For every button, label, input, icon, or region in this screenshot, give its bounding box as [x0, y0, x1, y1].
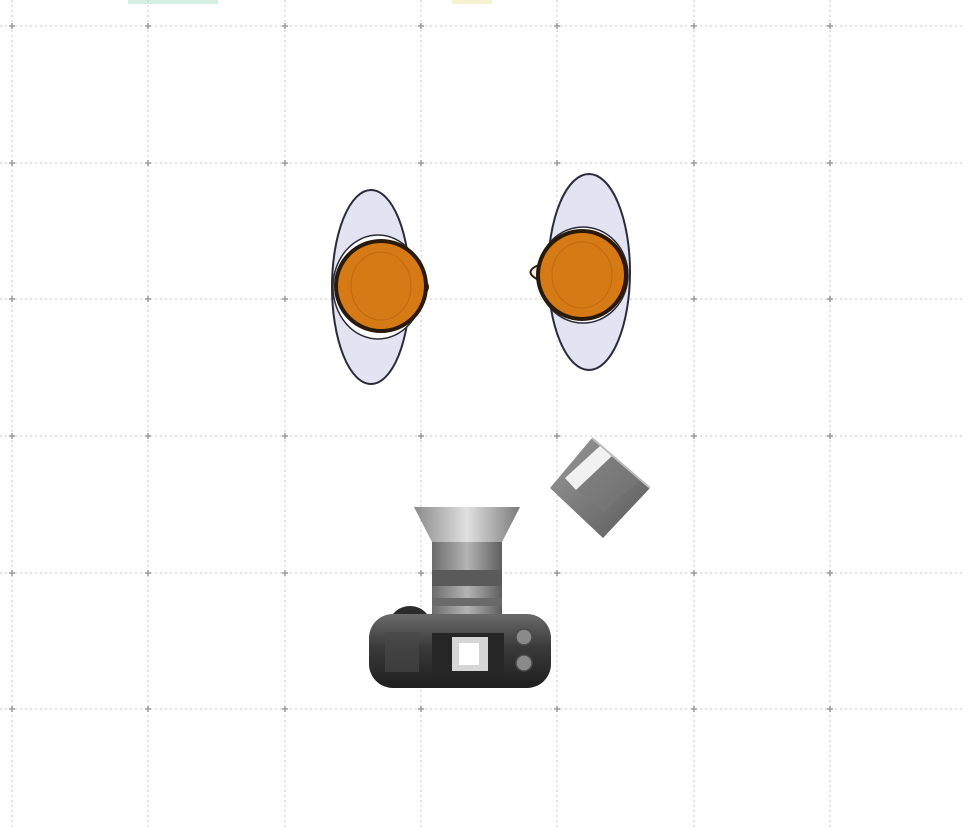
grid-marker — [282, 160, 288, 166]
grid-marker — [145, 160, 151, 166]
grid-marker — [691, 23, 697, 29]
grid-marker — [282, 296, 288, 302]
camera-icon — [369, 507, 551, 688]
grid-marker — [145, 570, 151, 576]
grid-marker — [282, 23, 288, 29]
grid-marker — [827, 160, 833, 166]
grid-marker — [827, 706, 833, 712]
grid-marker — [282, 706, 288, 712]
reflector-icon — [550, 438, 650, 538]
grid-marker — [827, 23, 833, 29]
grid-marker — [418, 706, 424, 712]
grid-marker — [282, 570, 288, 576]
grid-marker — [554, 570, 560, 576]
grid-marker — [691, 433, 697, 439]
grid-marker — [9, 160, 15, 166]
grid-marker — [554, 433, 560, 439]
grid-marker — [145, 296, 151, 302]
grid-marker — [145, 433, 151, 439]
studio-light-left[interactable] — [332, 190, 428, 384]
grid-marker — [691, 570, 697, 576]
grid-marker — [145, 23, 151, 29]
grid-marker — [554, 706, 560, 712]
grid-marker — [554, 160, 560, 166]
grid-marker — [9, 433, 15, 439]
grid-marker — [418, 23, 424, 29]
studio-light-right[interactable] — [531, 174, 631, 370]
grid-marker — [691, 296, 697, 302]
grid-marker — [9, 570, 15, 576]
grid-marker — [554, 23, 560, 29]
studio-light-icon — [531, 174, 631, 370]
grid-marker — [9, 706, 15, 712]
grid-marker — [691, 160, 697, 166]
camera[interactable] — [369, 507, 551, 688]
grid-marker — [282, 433, 288, 439]
grid-marker — [827, 570, 833, 576]
grid-marker — [827, 433, 833, 439]
grid-marker — [691, 706, 697, 712]
studio-light-icon — [332, 190, 428, 384]
grid-marker — [145, 706, 151, 712]
grid-marker — [827, 296, 833, 302]
grid-marker — [9, 23, 15, 29]
grid-marker — [418, 433, 424, 439]
grid-marker — [418, 160, 424, 166]
grid-marker — [9, 296, 15, 302]
grid-marker — [418, 570, 424, 576]
reflector[interactable] — [550, 438, 650, 538]
